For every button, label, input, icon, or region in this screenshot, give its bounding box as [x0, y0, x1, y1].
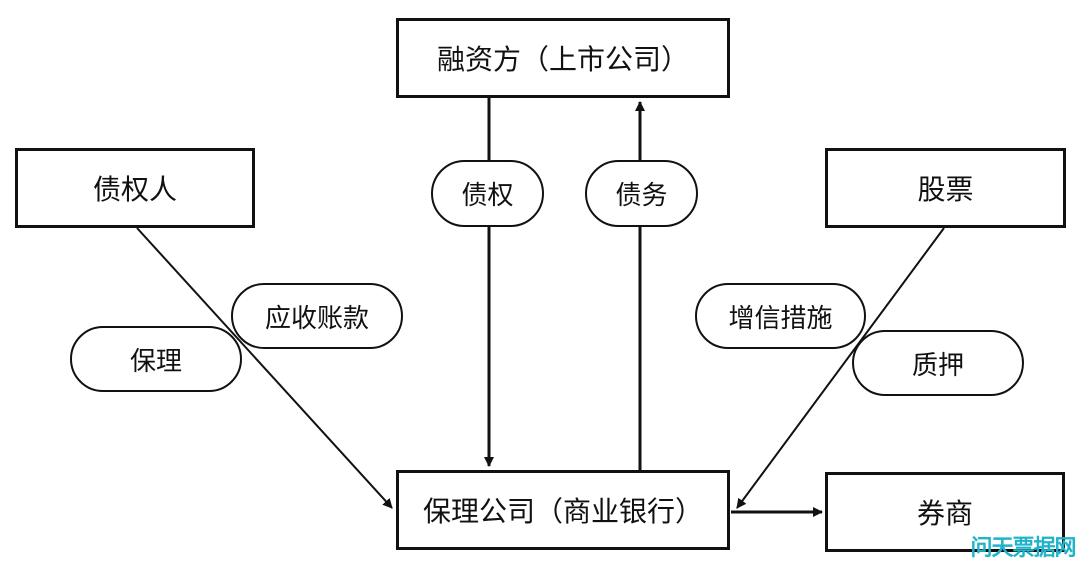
- receivables-label: 应收账款: [231, 283, 403, 349]
- claim-label: 债权: [431, 160, 544, 227]
- creditor-node: 债权人: [15, 148, 255, 228]
- credit-enhancement-label: 增信措施: [695, 283, 866, 349]
- debt-label: 债务: [585, 160, 698, 227]
- pledge-label: 质押: [852, 330, 1024, 396]
- watermark-logo: 问天票据网: [970, 536, 1076, 561]
- stock-node: 股票: [825, 148, 1066, 228]
- issuer-node: 融资方（上市公司）: [396, 18, 730, 98]
- factoring-label: 保理: [70, 326, 242, 392]
- factoring-company-node: 保理公司（商业银行）: [396, 470, 730, 550]
- edge-creditor-to-factoring: [136, 227, 393, 509]
- broker-node: 券商: [825, 472, 1065, 552]
- edge-stock-to-factoring: [736, 227, 945, 509]
